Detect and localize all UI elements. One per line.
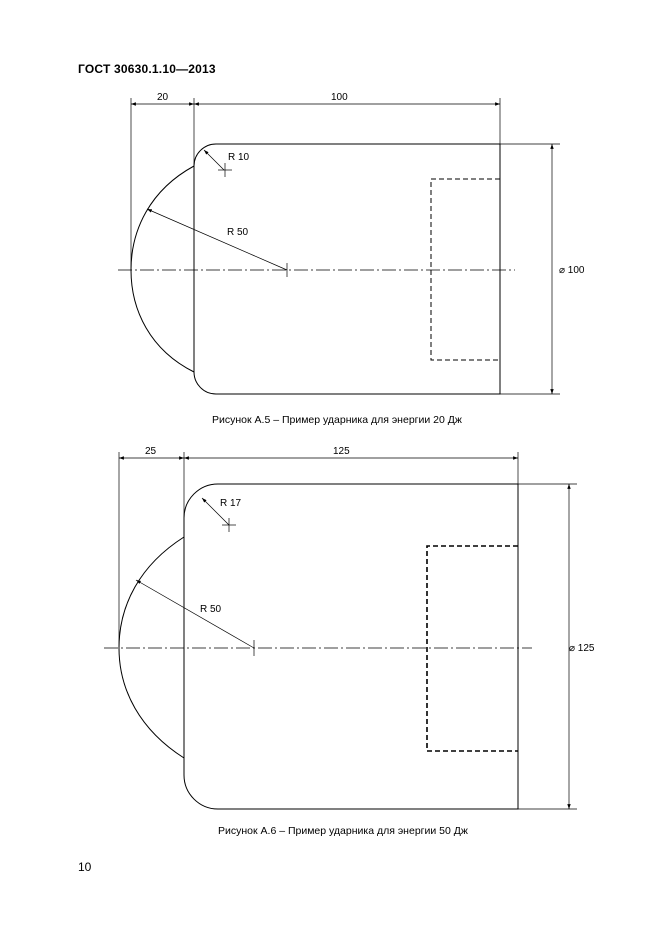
striker-body-outline — [183, 483, 519, 810]
striker-recess-hidden — [430, 178, 500, 361]
radius-label-large: R 50 — [200, 604, 222, 615]
radius-leader-large — [146, 208, 288, 271]
striker-nose-arc — [130, 165, 195, 373]
diameter-label: ⌀ 100 — [559, 265, 585, 276]
striker-nose-arc — [118, 536, 185, 759]
dim-label-body: 125 — [333, 446, 350, 457]
dim-label-nose: 20 — [157, 92, 169, 103]
figure-caption-a5: Рисунок А.5 – Пример ударника для энерги… — [212, 414, 462, 426]
figure-a5-drawing — [118, 98, 560, 395]
radius-leader-small — [203, 149, 225, 171]
dim-label-nose: 25 — [145, 446, 157, 457]
radius-label-small: R 17 — [220, 498, 242, 509]
striker-recess-hidden — [426, 545, 518, 752]
radius-label-small: R 10 — [228, 152, 250, 163]
radius-label-large: R 50 — [227, 227, 249, 238]
diameter-label: ⌀ 125 — [569, 643, 595, 654]
page-number: 10 — [78, 860, 92, 874]
figure-caption-a6: Рисунок А.6 – Пример ударника для энерги… — [218, 825, 468, 837]
dim-label-body: 100 — [331, 92, 348, 103]
document-header: ГОСТ 30630.1.10—2013 — [78, 62, 216, 76]
radius-leader-large — [135, 579, 255, 649]
radius-leader-small — [201, 497, 230, 526]
figure-a6-drawing — [104, 452, 577, 810]
striker-body-outline — [193, 143, 501, 395]
